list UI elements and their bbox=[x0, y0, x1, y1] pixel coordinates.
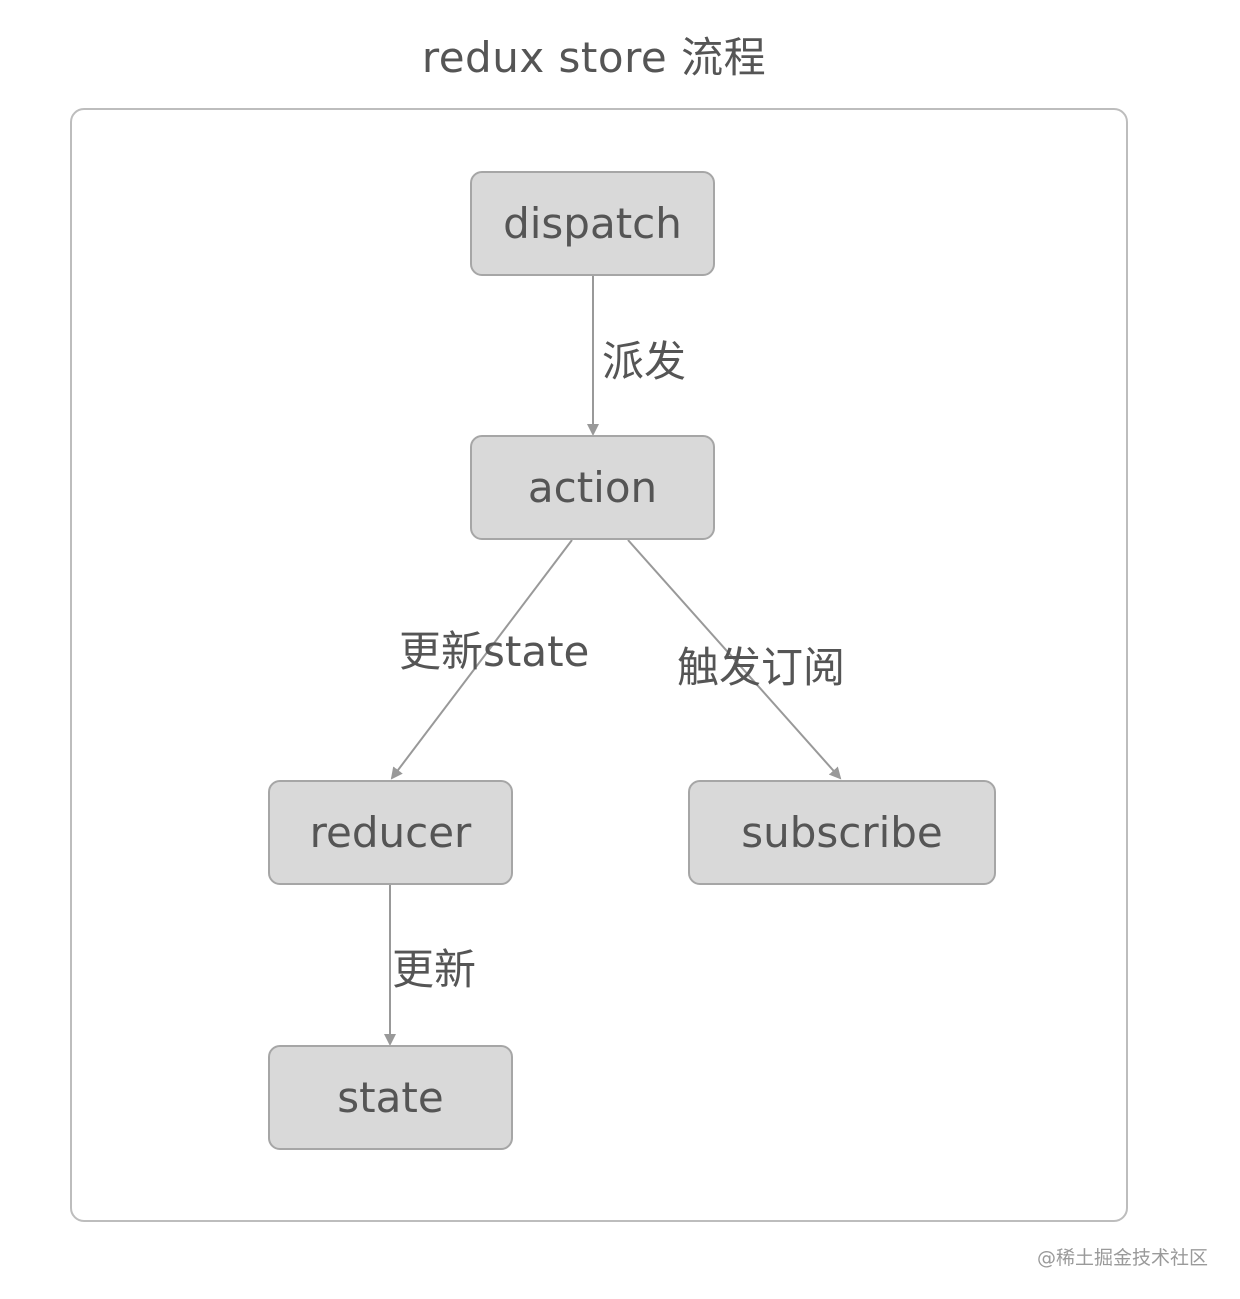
node-subscribe: subscribe bbox=[688, 780, 996, 885]
edge-label-dispatch-action: 派发 bbox=[602, 337, 687, 386]
diagram-title: redux store 流程 bbox=[421, 33, 767, 82]
edge-action-reducer bbox=[390, 539, 573, 780]
edge-label-action-reducer: 更新state bbox=[399, 627, 590, 676]
node-state: state bbox=[268, 1045, 513, 1150]
node-action: action bbox=[470, 435, 715, 540]
edge-label-reducer-state: 更新 bbox=[392, 945, 477, 994]
node-dispatch: dispatch bbox=[470, 171, 715, 276]
edge-action-subscribe bbox=[627, 539, 842, 780]
node-reducer: reducer bbox=[268, 780, 513, 885]
diagram-frame bbox=[70, 108, 1128, 1222]
edge-label-action-subscribe: 触发订阅 bbox=[677, 643, 846, 692]
watermark: @稀土掘金技术社区 bbox=[1036, 1247, 1208, 1269]
